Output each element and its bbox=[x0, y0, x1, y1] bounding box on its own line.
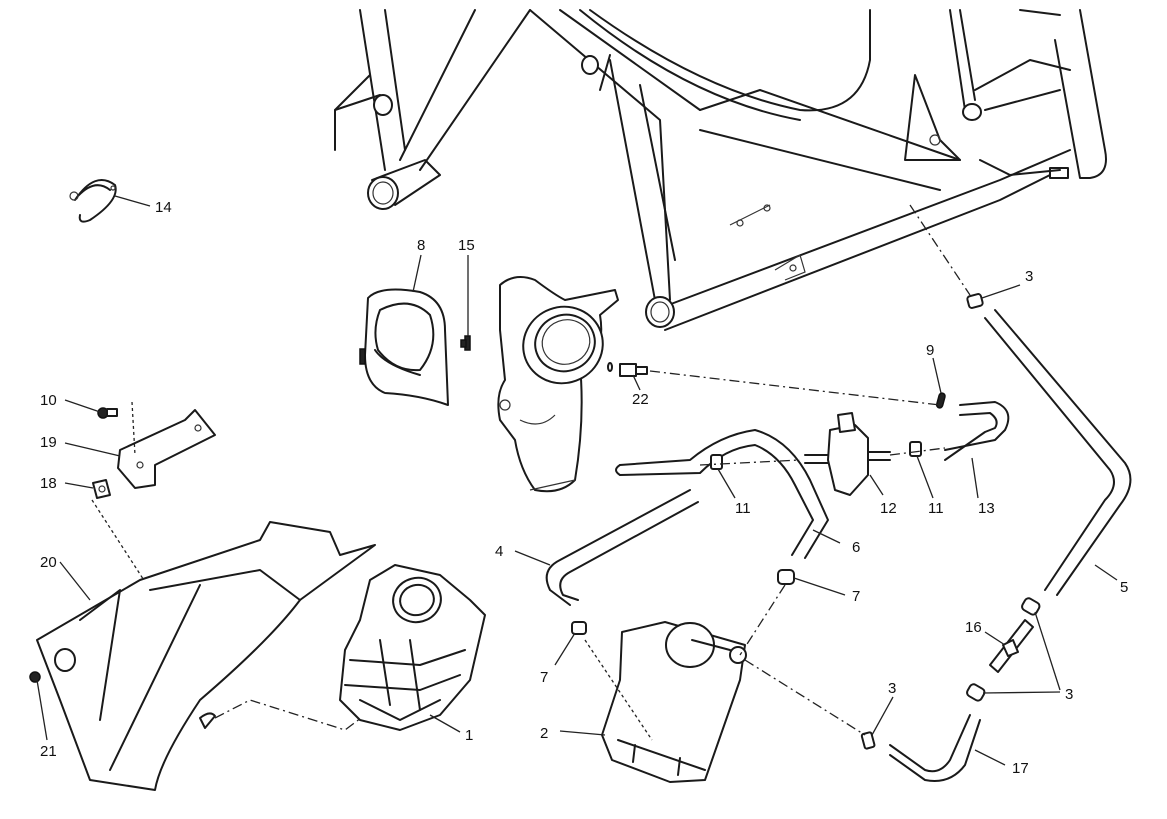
leader-lines bbox=[36, 195, 1118, 766]
part-13-hose bbox=[944, 401, 1010, 461]
callout-5: 5 bbox=[1120, 579, 1128, 596]
part-8-cover bbox=[359, 288, 449, 406]
part-12-valve bbox=[804, 412, 891, 496]
callout-4: 4 bbox=[495, 543, 503, 560]
part-7-clamp-right bbox=[777, 569, 795, 585]
callout-3-bottom: 3 bbox=[888, 680, 896, 697]
callout-10: 10 bbox=[40, 392, 57, 409]
part-17-hose bbox=[889, 714, 981, 782]
callout-18: 18 bbox=[40, 475, 57, 492]
callout-2: 2 bbox=[540, 725, 548, 742]
callout-6: 6 bbox=[852, 539, 860, 556]
callout-21: 21 bbox=[40, 743, 57, 760]
part-11-clamp-left bbox=[710, 454, 723, 470]
callout-7-right: 7 bbox=[852, 588, 860, 605]
part-14-clip bbox=[69, 179, 117, 223]
part-10-screw bbox=[97, 407, 118, 419]
callout-7-left: 7 bbox=[540, 669, 548, 686]
part-3-grommet-bottom bbox=[860, 731, 876, 750]
part-7-clamp-left bbox=[571, 621, 587, 635]
callout-3-lower-right: 3 bbox=[1065, 686, 1073, 703]
callout-15: 15 bbox=[458, 237, 475, 254]
part-18-nut bbox=[92, 479, 111, 499]
part-3-grommet-upper-right bbox=[1021, 597, 1041, 616]
callout-22: 22 bbox=[632, 391, 649, 408]
callout-16: 16 bbox=[965, 619, 982, 636]
part-19-bracket bbox=[117, 409, 216, 489]
callout-17: 17 bbox=[1012, 760, 1029, 777]
part-6-hose bbox=[615, 429, 829, 559]
callout-9: 9 bbox=[926, 342, 934, 359]
callout-8: 8 bbox=[417, 237, 425, 254]
part-11-clamp-right bbox=[909, 441, 922, 457]
throttle-body-intake bbox=[497, 275, 619, 493]
part-21-screw bbox=[29, 671, 41, 683]
callout-14: 14 bbox=[155, 199, 172, 216]
callout-1: 1 bbox=[465, 727, 473, 744]
part-5-hose bbox=[984, 309, 1132, 596]
callout-11-right: 11 bbox=[928, 500, 944, 517]
callout-12: 12 bbox=[880, 500, 897, 517]
callout-19: 19 bbox=[40, 434, 57, 451]
part-20-side-cover bbox=[36, 521, 376, 791]
part-1-housing bbox=[339, 564, 486, 731]
part-15-plug bbox=[460, 335, 471, 351]
motorcycle-frame bbox=[334, 9, 1107, 331]
part-22-fitting bbox=[607, 362, 648, 377]
callout-20: 20 bbox=[40, 554, 57, 571]
part-9-clip bbox=[935, 392, 946, 409]
part-16-connector bbox=[989, 619, 1034, 673]
callouts: 1 2 3 3 3 3 4 5 6 7 7 8 9 10 11 11 12 13… bbox=[40, 199, 1128, 777]
callout-3-top: 3 bbox=[1025, 268, 1033, 285]
callout-11-left: 11 bbox=[735, 500, 751, 517]
part-4-hose bbox=[545, 489, 699, 606]
callout-13: 13 bbox=[978, 500, 995, 517]
part-3-grommet-top bbox=[966, 293, 984, 309]
part-3-grommet-lower-right bbox=[966, 683, 986, 702]
part-2-canister bbox=[601, 621, 747, 783]
